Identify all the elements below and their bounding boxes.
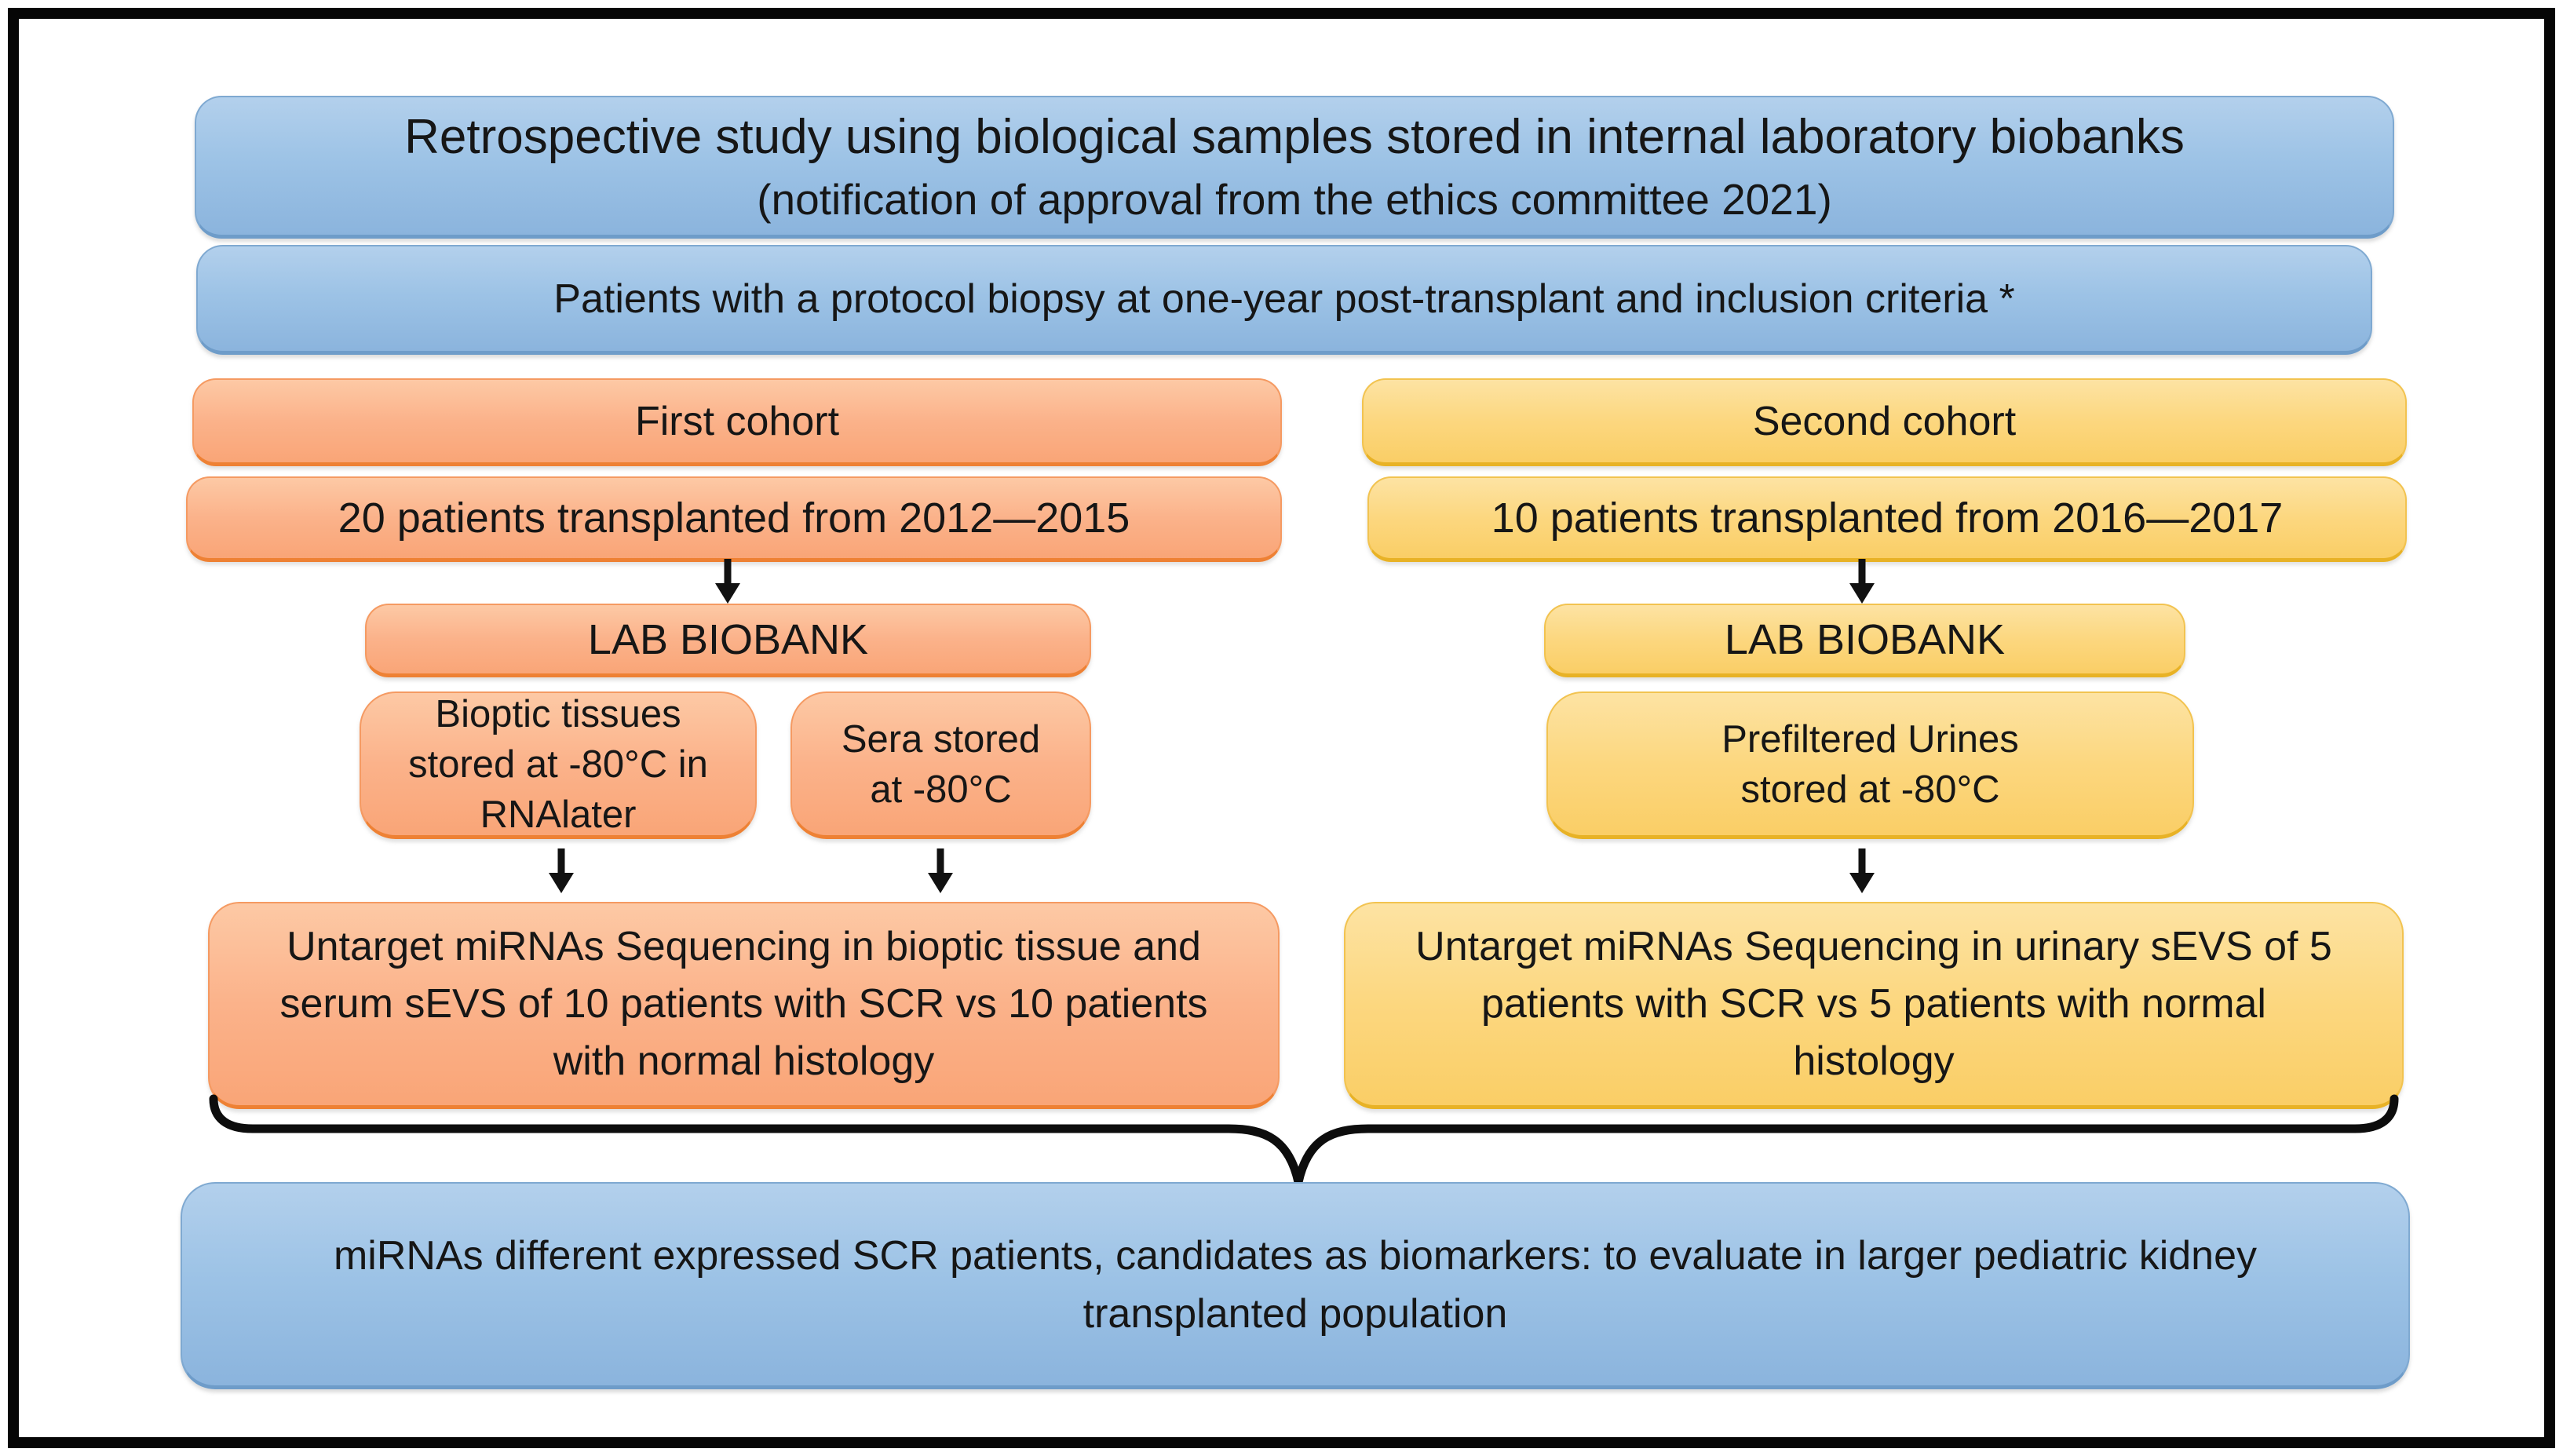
sera-stored-line2: at -80°C — [870, 768, 1012, 811]
arrow-stem — [936, 848, 944, 876]
inclusion-criteria-box: Patients with a protocol biopsy at one-y… — [196, 245, 2372, 355]
lab-biobank-first-label: LAB BIOBANK — [587, 615, 869, 663]
study-title-line2: (notification of approval from the ethic… — [757, 174, 1832, 224]
lab-biobank-second-label: LAB BIOBANK — [1724, 615, 2006, 663]
arrow-down-icon-bioptic-to-sequencing — [549, 848, 574, 893]
bioptic-tissues-line1: Bioptic tissues — [435, 692, 681, 735]
bioptic-tissues-line3: RNAlater — [480, 793, 637, 836]
arrow-head — [1849, 583, 1875, 604]
sera-stored-box: Sera stored at -80°C — [790, 692, 1091, 839]
figure-border — [8, 8, 2555, 1448]
arrow-stem — [1858, 559, 1866, 586]
second-cohort-size-box: 10 patients transplanted from 2016—2017 — [1367, 476, 2407, 562]
arrow-stem — [724, 559, 732, 586]
study-title-line1: Retrospective study using biological sam… — [404, 109, 2185, 164]
sequencing-first-line1: Untarget miRNAs Sequencing in bioptic ti… — [287, 924, 1201, 969]
first-cohort-header-box: First cohort — [192, 378, 1282, 466]
study-title-box: Retrospective study using biological sam… — [195, 96, 2394, 239]
arrow-stem — [1858, 848, 1866, 876]
sequencing-first-line2: serum sEVS of 10 patients with SCR vs 10… — [279, 981, 1208, 1027]
arrow-stem — [557, 848, 565, 876]
arrow-down-icon-sera-to-sequencing — [928, 848, 953, 893]
bioptic-tissues-line2: stored at -80°C in — [408, 743, 708, 786]
second-cohort-header-label: Second cohort — [1752, 398, 2017, 444]
sequencing-first-cohort-box: Untarget miRNAs Sequencing in bioptic ti… — [208, 902, 1280, 1109]
conclusion-line1: miRNAs different expressed SCR patients,… — [333, 1232, 2258, 1279]
bioptic-tissues-box: Bioptic tissues stored at -80°C in RNAla… — [360, 692, 757, 839]
sequencing-second-cohort-box: Untarget miRNAs Sequencing in urinary sE… — [1344, 902, 2404, 1109]
inclusion-criteria-text: Patients with a protocol biopsy at one-y… — [553, 276, 2015, 322]
arrow-head — [1849, 873, 1875, 893]
first-cohort-size-box: 20 patients transplanted from 2012—2015 — [186, 476, 1282, 562]
prefiltered-urines-line1: Prefiltered Urines — [1721, 717, 2019, 761]
sequencing-second-line2: patients with SCR vs 5 patients with nor… — [1481, 981, 2266, 1027]
conclusion-line2: transplanted population — [1083, 1290, 1508, 1337]
lab-biobank-second-box: LAB BIOBANK — [1544, 604, 2185, 677]
arrow-head — [715, 583, 740, 604]
second-cohort-size-label: 10 patients transplanted from 2016—2017 — [1491, 494, 2284, 542]
first-cohort-header-label: First cohort — [634, 398, 840, 444]
sequencing-second-line1: Untarget miRNAs Sequencing in urinary sE… — [1415, 924, 2332, 969]
conclusion-box: miRNAs different expressed SCR patients,… — [181, 1182, 2410, 1389]
arrow-head — [928, 873, 953, 893]
arrow-down-icon-first-to-biobank — [715, 559, 740, 604]
second-cohort-header-box: Second cohort — [1362, 378, 2407, 466]
sequencing-second-line3: histology — [1793, 1038, 1955, 1084]
prefiltered-urines-box: Prefiltered Urines stored at -80°C — [1546, 692, 2194, 839]
arrow-head — [549, 873, 574, 893]
prefiltered-urines-line2: stored at -80°C — [1740, 768, 2000, 811]
arrow-down-icon-second-to-biobank — [1849, 559, 1875, 604]
arrow-down-icon-urines-to-sequencing — [1849, 848, 1875, 893]
lab-biobank-first-box: LAB BIOBANK — [365, 604, 1091, 677]
first-cohort-size-label: 20 patients transplanted from 2012—2015 — [338, 494, 1130, 542]
sera-stored-line1: Sera stored — [841, 717, 1041, 761]
sequencing-first-line3: with normal histology — [553, 1038, 935, 1084]
